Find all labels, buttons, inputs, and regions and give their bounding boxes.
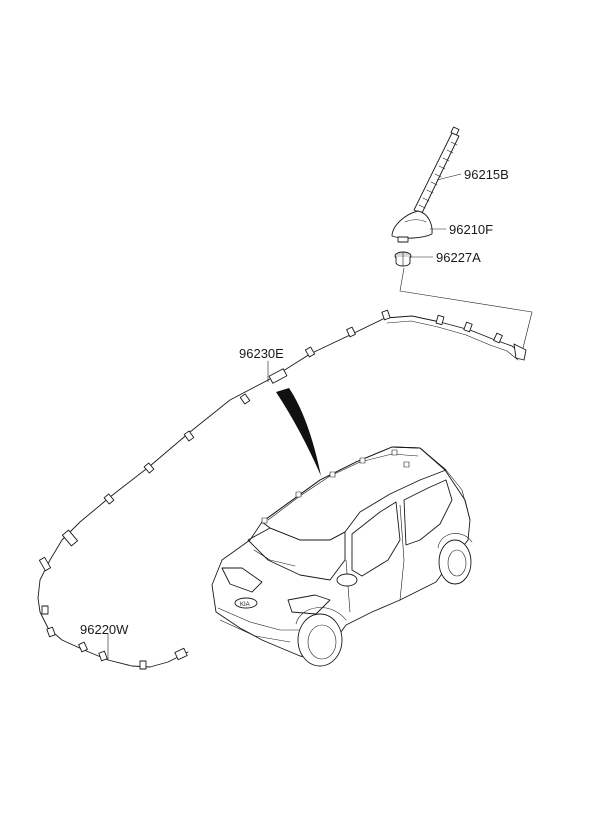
front-feeder-cable [37,597,189,670]
label-antenna-rod: 96215B [464,167,509,182]
label-roof-feeder-cable: 96230E [239,346,284,361]
label-front-feeder-cable: 96220W [80,622,129,637]
location-pointer [276,388,321,476]
assembly-bracket [399,267,533,353]
leader-antenna-rod [436,173,462,181]
roof-feeder-cable [37,309,527,599]
antenna-base [391,210,433,243]
svg-text:KIA: KIA [240,602,250,608]
antenna-rod [413,126,460,214]
car-illustration: KIA [211,446,473,667]
label-antenna-base: 96210F [449,222,493,237]
antenna-nut [394,251,412,267]
label-antenna-nut: 96227A [436,250,481,265]
